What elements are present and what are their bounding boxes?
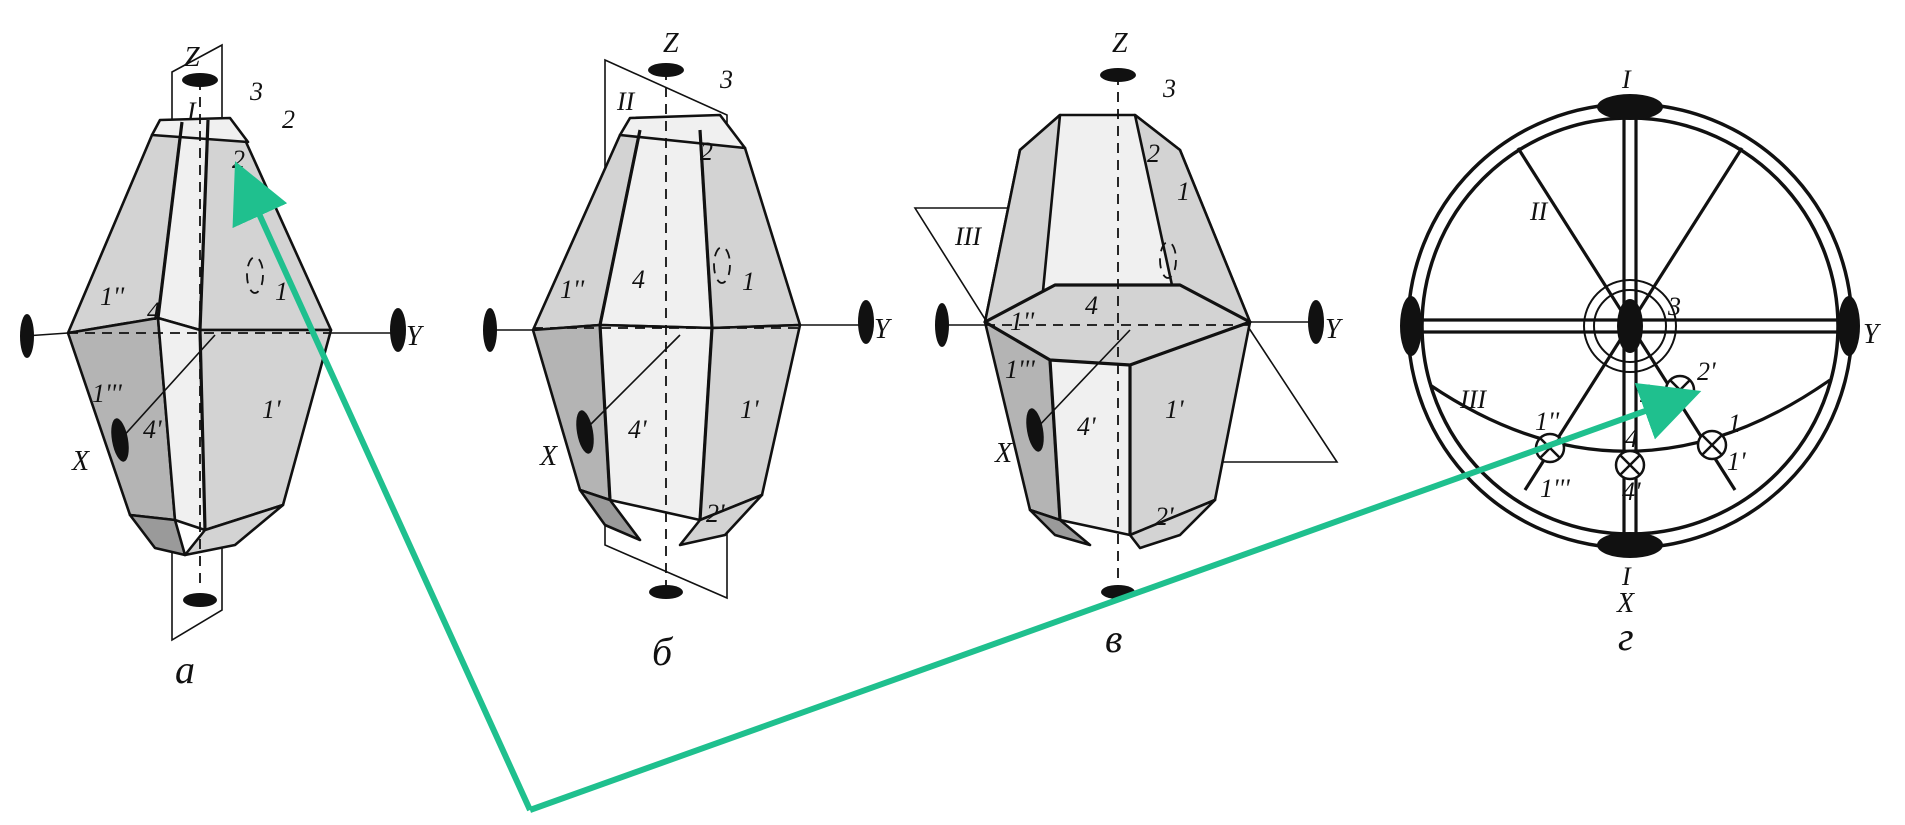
face-label-1: 1	[1728, 409, 1741, 438]
face-label-2p: 2'	[1155, 502, 1174, 531]
two-fold-axis-symbol	[935, 303, 949, 347]
two-fold-axis-symbol	[483, 308, 497, 352]
two-fold-axis-symbol	[1400, 296, 1422, 356]
axis-label-x: X	[1616, 588, 1635, 619]
face-label-4p: 4'	[1622, 477, 1641, 506]
face-label-2p: 2'	[706, 499, 725, 528]
two-fold-axis-symbol	[1026, 408, 1044, 452]
panel-a-crystal: Z Y X I 3 2 2 1 1'' 4 1''' 4' 1' а	[20, 42, 425, 692]
panel-b-crystal: Z Y X II 3 2 1 1'' 4 4' 1' 2' б	[483, 28, 893, 674]
face-label-1: 1	[1177, 177, 1190, 206]
caption-b: б	[652, 629, 674, 674]
axis-label-y: Y	[874, 314, 893, 345]
two-fold-axis-symbol	[1100, 68, 1136, 82]
face-label-3: 3	[719, 65, 733, 94]
plane-label-i: I	[1621, 65, 1632, 94]
axis-label-y: Y	[1863, 319, 1882, 350]
plane-label-i: I	[1621, 562, 1632, 591]
face-label-3: 3	[1667, 292, 1681, 321]
plane-label-i: I	[186, 97, 197, 126]
axis-label-x: X	[994, 438, 1013, 469]
caption-v: в	[1105, 616, 1122, 661]
plane-label-iii: III	[954, 222, 982, 251]
axis-label-z: Z	[1112, 28, 1128, 59]
face-label-4p: 4'	[1077, 412, 1096, 441]
axis-label-z: Z	[663, 28, 679, 59]
face-label-2: 2	[282, 105, 295, 134]
two-fold-axis-symbol	[1838, 296, 1860, 356]
face-label-3: 3	[1162, 74, 1176, 103]
two-fold-axis-symbol	[182, 73, 218, 87]
face-label-2: 2	[232, 145, 245, 174]
axis-label-x: X	[71, 446, 90, 477]
face-label-1pp: 1''	[1010, 307, 1035, 336]
face-label-4: 4	[1085, 291, 1098, 320]
face-label-3: 3	[249, 77, 263, 106]
axis-label-y: Y	[406, 321, 425, 352]
plane-label-iii: III	[1459, 385, 1487, 414]
face-label-1pp: 1''	[1535, 407, 1560, 436]
face-label-1ppp: 1'''	[92, 379, 122, 408]
face-label-2: 2	[1640, 379, 1653, 408]
face-label-1ppp: 1'''	[1540, 474, 1570, 503]
axis-label-x: X	[539, 441, 558, 472]
two-fold-axis-symbol	[183, 593, 217, 607]
two-fold-axis-symbol	[576, 410, 594, 454]
two-fold-axis-symbol	[648, 63, 684, 77]
axis-label-y: Y	[1325, 314, 1344, 345]
panel-v-crystal: Z Y X III 3 2 1 1'' 4 1''' 4' 1' 2' в	[913, 28, 1344, 661]
face-label-1p: 1'	[1165, 395, 1184, 424]
two-fold-axis-symbol	[1597, 94, 1663, 120]
four-fold-axis-symbol	[1617, 299, 1643, 353]
two-fold-axis-symbol	[111, 418, 129, 462]
plane-label-ii: II	[1529, 197, 1549, 226]
axis-label-z: Z	[184, 42, 200, 73]
face-label-4: 4	[1625, 424, 1638, 453]
face-label-1ppp: 1'''	[1005, 355, 1035, 384]
face-label-1pp: 1''	[560, 275, 585, 304]
face-label-1: 1	[275, 277, 288, 306]
face-label-1: 1	[742, 267, 755, 296]
plane-label-ii: II	[616, 87, 636, 116]
face-label-4p: 4'	[143, 415, 162, 444]
face-label-1pp: 1''	[100, 282, 125, 311]
face-label-4: 4	[147, 297, 160, 326]
face-label-1p: 1'	[1727, 447, 1746, 476]
two-fold-axis-symbol	[20, 314, 34, 358]
pointer-arrow	[232, 161, 1702, 813]
caption-a: а	[175, 647, 195, 692]
pole-cross-symbol	[1614, 449, 1646, 481]
panel-g-stereogram: I I II III Y X 3 2 2' 1 1' 4 4' 1'' 1'''…	[1400, 65, 1882, 659]
caption-g: г	[1618, 614, 1634, 659]
face-label-2: 2	[700, 137, 713, 166]
two-fold-axis-symbol	[1597, 532, 1663, 558]
two-fold-axis-symbol	[390, 308, 406, 352]
pole-cross-symbol	[1696, 429, 1728, 461]
two-fold-axis-symbol	[858, 300, 874, 344]
face-label-1p: 1'	[262, 395, 281, 424]
face-label-1p: 1'	[740, 395, 759, 424]
face-label-2p: 2'	[1697, 357, 1716, 386]
face-label-4p: 4'	[628, 415, 647, 444]
face-label-4: 4	[632, 265, 645, 294]
two-fold-axis-symbol	[649, 585, 683, 599]
face-label-2: 2	[1147, 139, 1160, 168]
two-fold-axis-symbol	[1308, 300, 1324, 344]
